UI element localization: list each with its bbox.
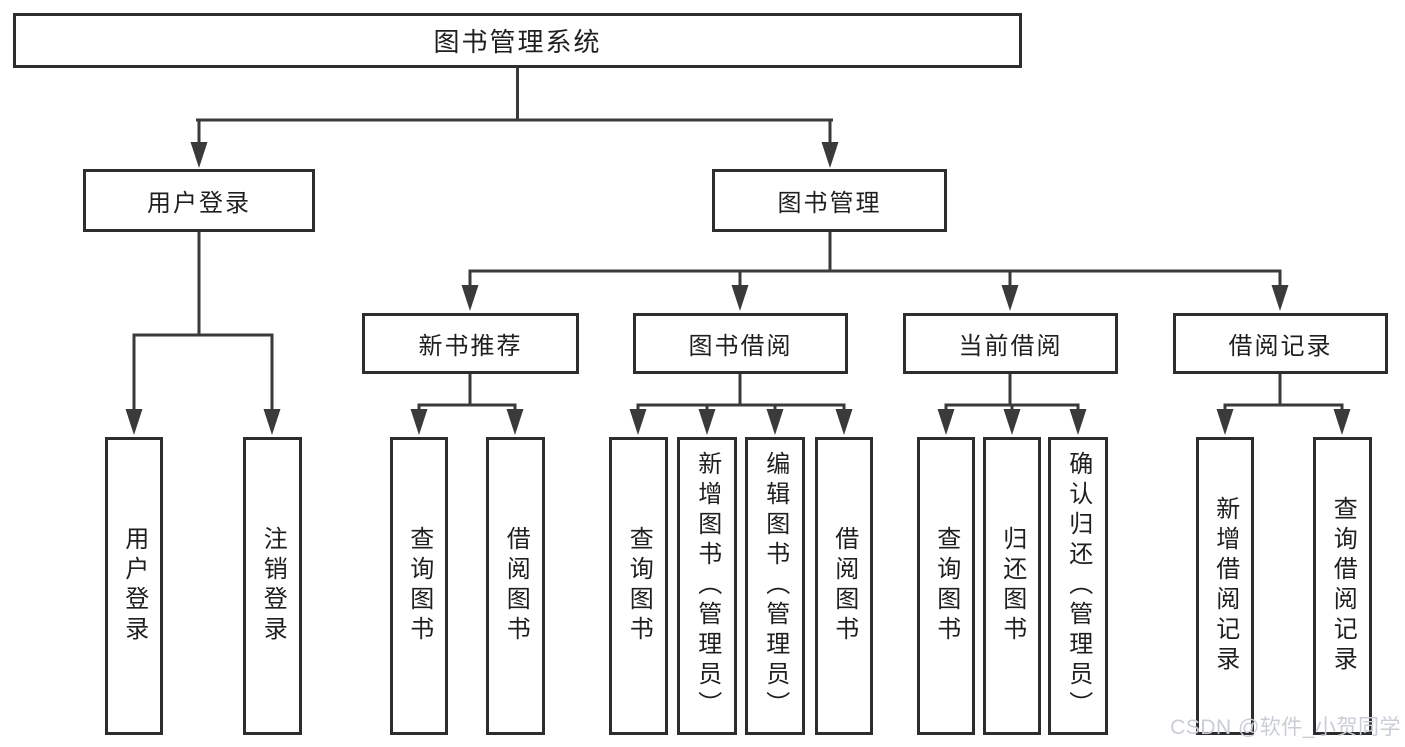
arrowhead-down-icon [731, 285, 749, 311]
arrowhead-down-icon [766, 409, 784, 435]
leaf-query-books-borrowing: 查询图书 [609, 437, 668, 735]
leaf-query-borrow-record: 查询借阅记录 [1313, 437, 1372, 735]
node-new-book-recommendation: 新书推荐 [362, 313, 579, 374]
arrowhead-down-icon [937, 409, 955, 435]
arrowhead-down-icon [835, 409, 853, 435]
node-label: 查询借阅记录 [1329, 496, 1357, 676]
node-borrowing-records: 借阅记录 [1173, 313, 1388, 374]
leaf-add-borrow-record: 新增借阅记录 [1196, 437, 1254, 735]
node-label: 新增图书（管理员） [693, 451, 721, 721]
node-label: 查询图书 [405, 526, 433, 646]
edge-records-to-children [1216, 370, 1351, 435]
edge-lines [417, 370, 517, 415]
arrowhead-down-icon [1001, 285, 1019, 311]
node-label: 借阅图书 [502, 526, 530, 646]
arrowhead-down-icon [461, 285, 479, 311]
node-user-login: 用户登录 [83, 169, 315, 232]
edge-lines [132, 228, 274, 415]
arrowhead-down-icon [1216, 409, 1234, 435]
edge-user-login-to-children [125, 228, 281, 435]
edge-book-management-to-level3 [461, 228, 1289, 311]
node-label: 归还图书 [998, 526, 1026, 646]
arrowhead-down-icon [410, 409, 428, 435]
node-label: 确认归还（管理员） [1064, 451, 1092, 721]
edge-borrowing-to-children [629, 370, 853, 435]
arrowhead-down-icon [698, 409, 716, 435]
arrowhead-down-icon [1271, 285, 1289, 311]
node-library-management-system: 图书管理系统 [13, 13, 1022, 68]
arrowhead-down-icon [263, 409, 281, 435]
arrowhead-down-icon [125, 409, 143, 435]
node-label: 注销登录 [259, 526, 287, 646]
arrowhead-down-icon [506, 409, 524, 435]
edge-lines [944, 370, 1080, 415]
leaf-add-books-admin: 新增图书（管理员） [677, 437, 737, 735]
leaf-query-books-recommend: 查询图书 [390, 437, 448, 735]
leaf-return-books: 归还图书 [983, 437, 1041, 735]
node-book-borrowing: 图书借阅 [633, 313, 848, 374]
node-book-management: 图书管理 [712, 169, 947, 232]
leaf-query-books-current: 查询图书 [917, 437, 975, 735]
leaf-confirm-return-admin: 确认归还（管理员） [1048, 437, 1108, 735]
edge-lines [468, 228, 1282, 291]
edge-lines [636, 370, 846, 415]
csdn-watermark: CSDN @软件_小贺同学 [1170, 716, 1401, 739]
edge-root-to-level2 [190, 64, 839, 168]
edge-lines [1223, 370, 1344, 415]
node-label: 用户登录 [120, 526, 148, 646]
node-label: 查询图书 [932, 526, 960, 646]
arrowhead-down-icon [1003, 409, 1021, 435]
node-label: 查询图书 [625, 526, 653, 646]
arrowhead-down-icon [1069, 409, 1087, 435]
arrowhead-down-icon [821, 142, 839, 168]
leaf-user-login: 用户登录 [105, 437, 163, 735]
node-current-borrowing: 当前借阅 [903, 313, 1118, 374]
leaf-logout-login: 注销登录 [243, 437, 302, 735]
edge-current-to-children [937, 370, 1087, 435]
edge-lines [196, 64, 833, 148]
node-label: 借阅图书 [830, 526, 858, 646]
leaf-borrow-books-borrowing: 借阅图书 [815, 437, 873, 735]
arrowhead-down-icon [629, 409, 647, 435]
node-label: 编辑图书（管理员） [761, 451, 789, 721]
node-label: 新增借阅记录 [1211, 496, 1239, 676]
arrowhead-down-icon [190, 142, 208, 168]
edge-recommend-to-children [410, 370, 524, 435]
leaf-borrow-books-recommend: 借阅图书 [486, 437, 545, 735]
arrowhead-down-icon [1333, 409, 1351, 435]
leaf-edit-books-admin: 编辑图书（管理员） [745, 437, 805, 735]
